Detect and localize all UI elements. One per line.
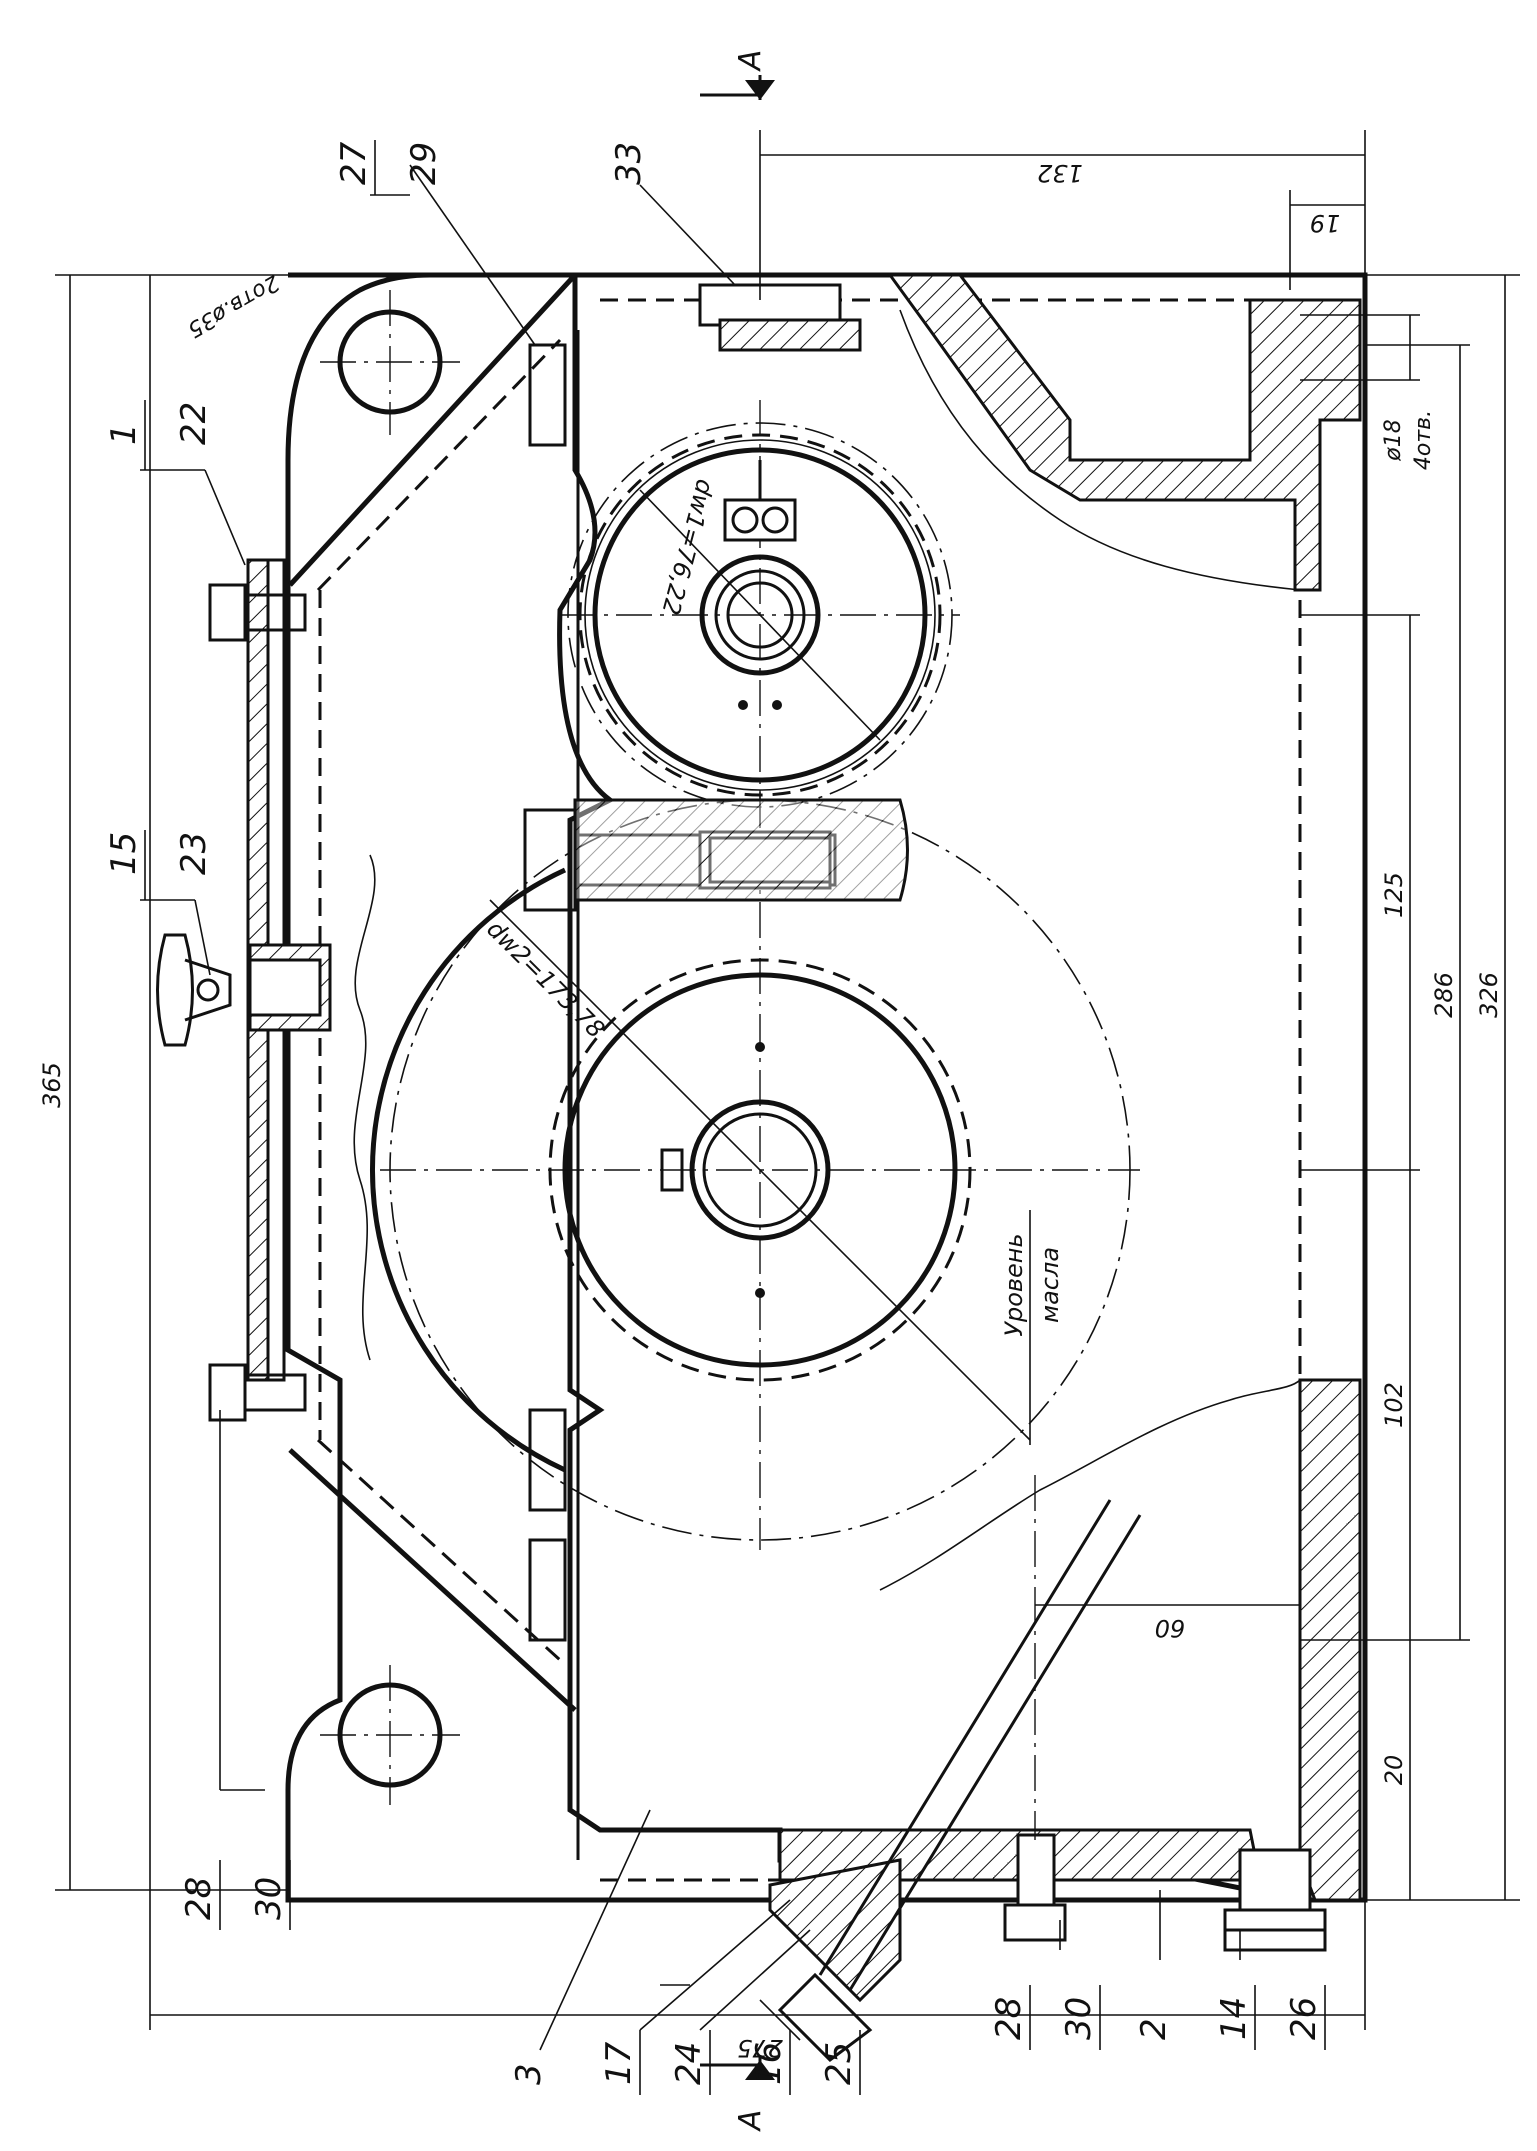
- part-label-22: 22: [174, 402, 214, 445]
- dim-dw1: dw1=76,22: [656, 476, 719, 617]
- inspection-cover: [156, 558, 332, 1422]
- part-label-28-right: 28: [989, 1997, 1029, 2040]
- part-label-3: 3: [509, 2063, 549, 2085]
- part-label-30-left: 30: [249, 1877, 289, 1920]
- dim-holes-right-d: ø18: [1381, 419, 1406, 461]
- part-label-26: 26: [1284, 1997, 1324, 2040]
- part-number-labels: 1 22 15 23 27 29 33 28 30 3 17 24 16 25 …: [104, 141, 1324, 2085]
- part-label-24: 24: [669, 2042, 709, 2085]
- part-label-25: 25: [819, 2042, 859, 2085]
- dim-275: 275: [737, 2034, 783, 2062]
- housing-outline: [285, 272, 1368, 1903]
- section-mark-bottom: A: [733, 2110, 768, 2133]
- oil-level-line2: масла: [1036, 1247, 1064, 1323]
- part-label-17: 17: [599, 2041, 639, 2085]
- mounting-hole-top: [320, 290, 460, 435]
- part-label-2: 2: [1134, 2018, 1174, 2040]
- part-label-28-left: 28: [179, 1877, 219, 1920]
- part-label-30-right: 30: [1059, 1997, 1099, 2040]
- oil-level-annotation: Уровень масла: [1000, 1210, 1064, 1445]
- break-lines: [353, 309, 1301, 1591]
- section-mark-labels: A A: [733, 50, 768, 2133]
- wheel-gear: [369, 790, 1140, 1550]
- dim-19: 19: [1310, 209, 1341, 237]
- dim-dw2: dw2=173,78: [481, 915, 610, 1044]
- part-label-16: 16: [749, 2042, 789, 2085]
- part-label-14: 14: [1214, 1997, 1254, 2040]
- mounting-hole-bottom: [320, 1665, 460, 1805]
- part-label-33: 33: [609, 142, 649, 185]
- oil-level-line1: Уровень: [1000, 1233, 1028, 1336]
- dim-holes-top: 2отв.ø35: [183, 269, 284, 341]
- oil-dipstick: [768, 1475, 1142, 2062]
- dim-365: 365: [38, 1062, 66, 1108]
- dim-holes-right-n: 4отв.: [1411, 410, 1436, 470]
- dim-102: 102: [1380, 1382, 1408, 1428]
- dim-132: 132: [1037, 159, 1083, 187]
- part-label-23: 23: [174, 832, 214, 875]
- split-bolts: [523, 283, 909, 1642]
- part-label-1: 1: [104, 423, 144, 445]
- part-label-27: 27: [334, 141, 374, 185]
- section-mark-top: A: [733, 50, 768, 73]
- pinion-gear: [560, 400, 960, 840]
- dim-286: 286: [1430, 972, 1458, 1018]
- part-label-15: 15: [104, 832, 144, 875]
- part-label-29: 29: [404, 142, 444, 185]
- dim-326: 326: [1475, 972, 1503, 1018]
- dimension-lines: [55, 75, 1520, 2080]
- dim-125: 125: [1380, 872, 1408, 918]
- label-frames: [144, 140, 1326, 2095]
- dim-60: 60: [1155, 1614, 1186, 1642]
- dim-20: 20: [1380, 1755, 1408, 1786]
- leader-lines: [140, 164, 1241, 2051]
